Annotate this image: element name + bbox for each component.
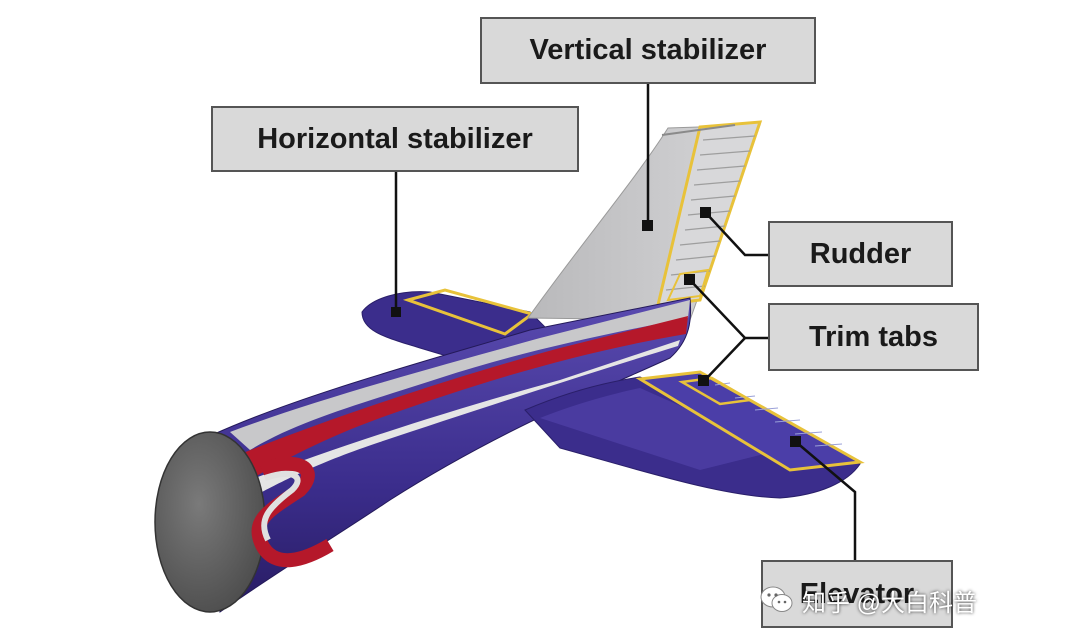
elevator-text: Elevator (799, 577, 915, 610)
fuselage-cross-section (154, 431, 334, 613)
rudder-text: Rudder (809, 237, 912, 270)
leader-lines (394, 84, 857, 560)
vertical-stabilizer-text: Vertical stabilizer (529, 34, 767, 66)
right-elevator-outline (635, 370, 865, 472)
rudder-trim-tab-outline (666, 268, 710, 302)
leader-rudder (705, 212, 768, 257)
leader-markers (391, 207, 801, 447)
watermark-text: 知乎 @大白科普 (802, 589, 978, 617)
vertical-stabilizer-label: Vertical stabilizer (480, 17, 816, 84)
trim-tabs-text: Trim tabs (809, 320, 938, 353)
elevator-label: Elevator (761, 560, 953, 628)
red-stripe (238, 316, 688, 480)
leader-trim-lower (703, 337, 746, 382)
fuselage (211, 297, 692, 613)
right-horizontal-stabilizer (524, 370, 865, 499)
trim-tabs-label: Trim tabs (768, 303, 979, 371)
rudder-label: Rudder (768, 221, 953, 287)
watermark: 知乎 @大白科普 (760, 578, 1060, 622)
leader-elevator (795, 441, 857, 560)
horizontal-stabilizer-label: Horizontal stabilizer (211, 106, 579, 172)
rudder-ribs (665, 135, 756, 291)
wechat-icon (760, 586, 793, 612)
horizontal-stabilizer-text: Horizontal stabilizer (257, 122, 533, 155)
